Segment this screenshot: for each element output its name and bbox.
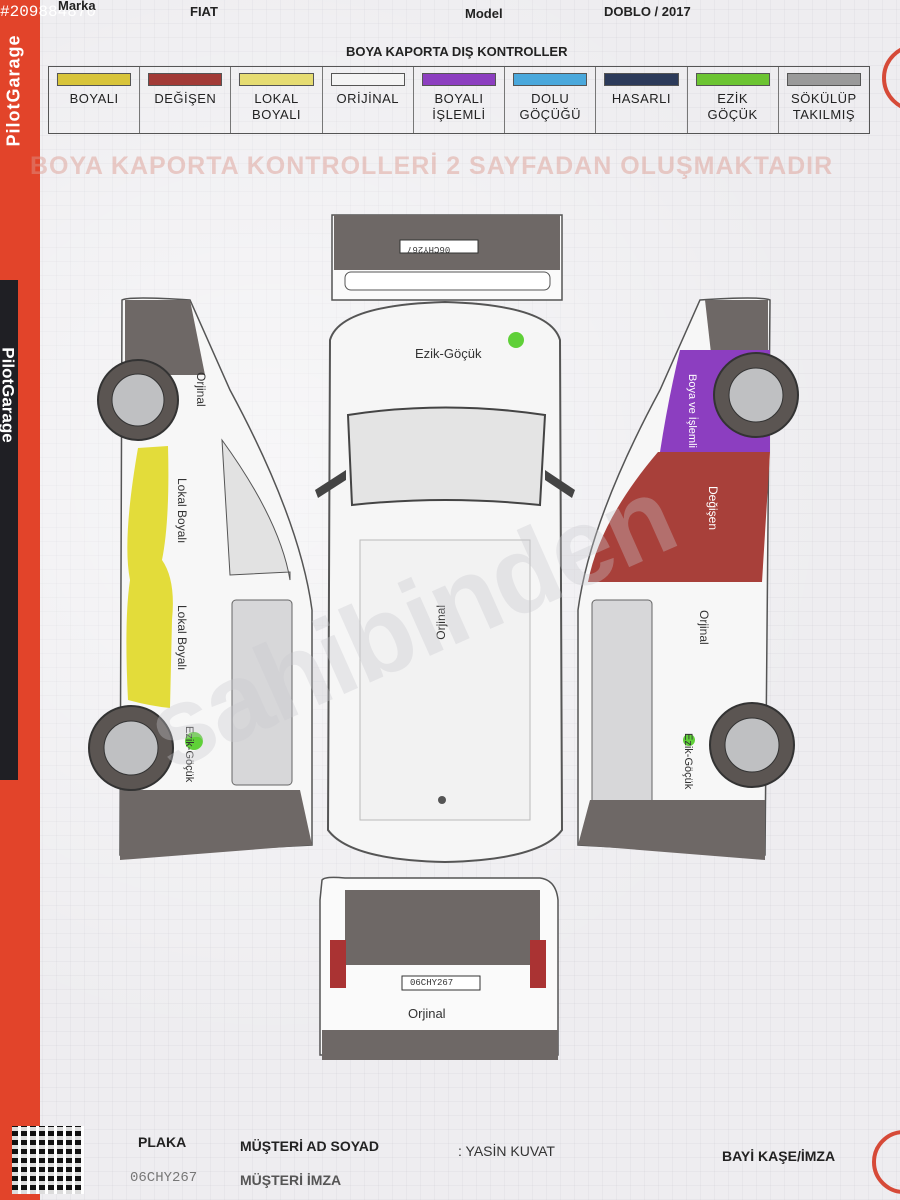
vehicle-diagram: [88, 214, 799, 1060]
dealer-stamp-label: BAYİ KAŞE/İMZA: [722, 1148, 836, 1164]
legend-item: HASARLI: [596, 67, 688, 133]
rear-window: [345, 890, 540, 965]
rear-view: [319, 876, 559, 1060]
customer-name-label: MÜŞTERİ AD SOYAD: [240, 1138, 379, 1154]
legend-item: DEĞİŞEN: [140, 67, 232, 133]
left-top-label: Orjinal: [194, 372, 208, 407]
legend-label: ORİJİNAL: [336, 91, 400, 106]
seal-bottom: [872, 1130, 900, 1194]
banner-notice: BOYA KAPORTA KONTROLLERİ 2 SAYFADAN OLUŞ…: [30, 152, 834, 180]
rear-plate-text: 06CHY267: [410, 978, 454, 988]
legend-item: BOYALI: [49, 67, 141, 133]
rear-bumper: [322, 1030, 558, 1060]
legend-swatch: [239, 73, 314, 86]
left-dent-marker: [185, 732, 203, 750]
rear-plate: [401, 975, 481, 991]
right-dent-marker: [683, 734, 695, 746]
front-view: [331, 214, 563, 301]
model-label: Model: [465, 6, 503, 21]
brand-stripe-dark: [0, 280, 18, 780]
qr-code-icon: [12, 1126, 84, 1194]
left-low-label: Lokal Boyalı: [175, 605, 189, 671]
right-low-label: Orjinal: [697, 610, 711, 645]
legend-swatch: [148, 73, 223, 86]
legend-item: ORİJİNAL: [323, 67, 414, 133]
right-rear-bumper: [578, 800, 765, 860]
marka-value: FIAT: [190, 4, 218, 19]
legend-swatch: [421, 73, 497, 86]
plaka-value: 06CHY267: [130, 1170, 198, 1186]
right-mid-label: Değişen: [706, 486, 720, 531]
right-replaced-panel: [588, 452, 770, 582]
legend-swatch: [57, 73, 132, 86]
left-front-fender: [125, 300, 205, 375]
legend-label: HASARLI: [611, 91, 671, 106]
right-front-fender: [705, 300, 768, 362]
customer-name-value: : YASİN KUVAT: [458, 1143, 555, 1159]
model-value: DOBLO / 2017: [604, 4, 691, 19]
left-rear-bumper: [120, 790, 312, 860]
legend-swatch: [513, 73, 588, 86]
seal-top: [882, 44, 900, 112]
front-plate: [399, 239, 479, 254]
legend-label: BOYALI: [69, 91, 119, 106]
left-local-paint: [126, 446, 173, 708]
legend-title: BOYA KAPORTA DIŞ KONTROLLER: [346, 44, 568, 59]
legend-label: DEĞİŞEN: [154, 91, 217, 106]
legend-swatch: [695, 73, 770, 86]
photo-id: #209884870: [0, 3, 97, 21]
right-top-label: Boya ve İşlemli: [686, 374, 698, 448]
front-plate-text: 06CHY267: [407, 244, 451, 254]
roof-label: Ezik-Göçük: [415, 346, 482, 361]
side-brand-top: PilotGarage: [3, 34, 24, 147]
legend-swatch: [604, 73, 679, 86]
legend-swatch: [330, 73, 405, 86]
legend-swatch: [786, 73, 861, 86]
plaka-label: PLAKA: [138, 1134, 187, 1150]
left-mid-label: Lokal Boyalı: [175, 478, 189, 544]
roof-dent-marker: [508, 332, 524, 348]
rear-label: Orjinal: [408, 1006, 446, 1021]
left-rear-label: Ezik-Göçük: [183, 726, 195, 783]
marka-label: Marka: [58, 0, 96, 13]
customer-signature-label: MÜŞTERİ İMZA: [240, 1172, 342, 1188]
right-side-view: [577, 297, 799, 860]
right-rear-label: Ezik-Göçük: [682, 733, 694, 790]
top-view: [315, 300, 575, 864]
left-side-view: [88, 297, 313, 860]
